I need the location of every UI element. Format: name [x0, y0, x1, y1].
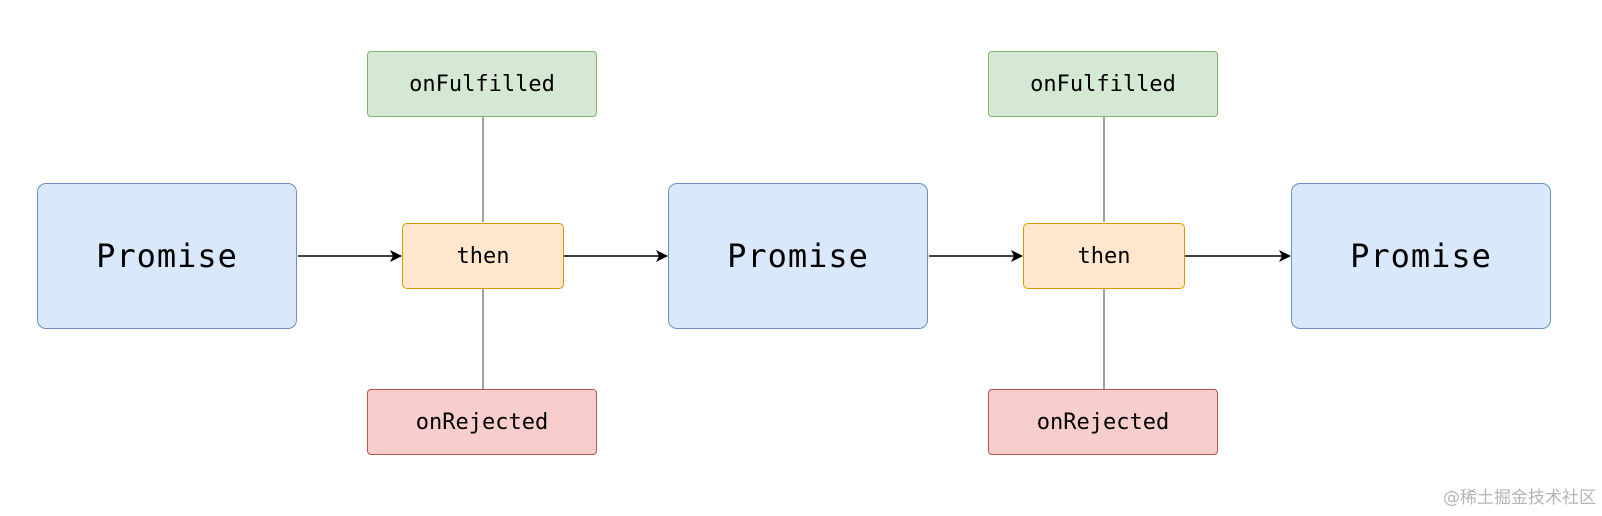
then-node-2: then	[1023, 223, 1185, 289]
on-rejected-node-1: onRejected	[367, 389, 597, 455]
then-node-1: then	[402, 223, 564, 289]
promise-node-1: Promise	[37, 183, 297, 329]
on-fulfilled-node-2: onFulfilled	[988, 51, 1218, 117]
watermark-text: @稀土掘金技术社区	[1443, 488, 1596, 508]
promise-node-3: Promise	[1291, 183, 1551, 329]
on-rejected-node-2: onRejected	[988, 389, 1218, 455]
promise-node-2: Promise	[668, 183, 928, 329]
on-fulfilled-node-1: onFulfilled	[367, 51, 597, 117]
